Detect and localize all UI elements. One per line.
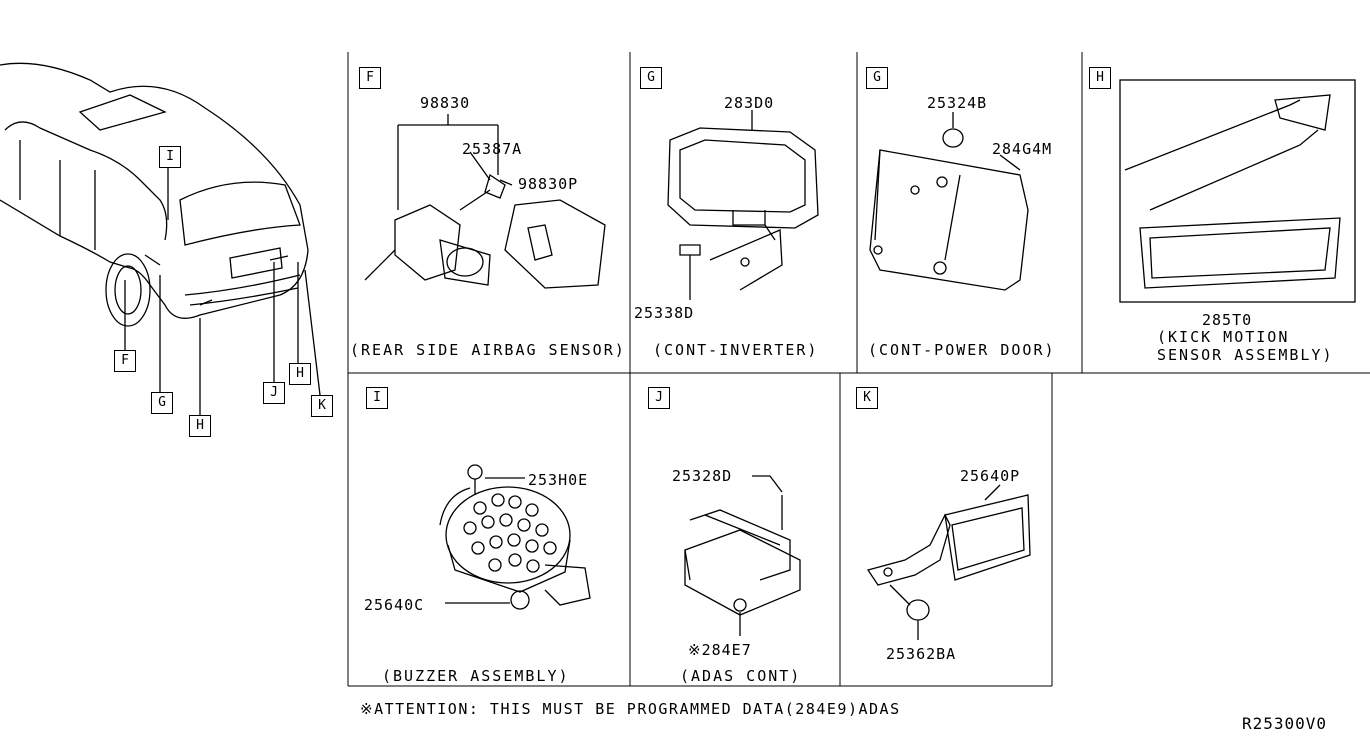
part-25338D: 25338D — [634, 304, 695, 322]
callout-F: F — [114, 350, 136, 372]
panel-H-caption-2: SENSOR ASSEMBLY) — [1157, 346, 1334, 364]
attention-note: ※ATTENTION: THIS MUST BE PROGRAMMED DATA… — [360, 700, 901, 718]
callout-I: I — [159, 146, 181, 168]
callout-G: G — [151, 392, 173, 414]
part-285T0: 285T0 — [1202, 311, 1253, 329]
part-25362BA: 25362BA — [886, 645, 957, 663]
panel-F-caption: (REAR SIDE AIRBAG SENSOR) — [350, 341, 626, 359]
panel-F-letter: F — [359, 67, 381, 89]
part-284G4M: 284G4M — [992, 140, 1053, 158]
panel-H-letter: H — [1089, 67, 1111, 89]
panel-H-caption-1: (KICK MOTION — [1157, 328, 1290, 346]
panel-G1-caption: (CONT-INVERTER) — [653, 341, 819, 359]
part-253H0E: 253H0E — [528, 471, 589, 489]
part-25324B: 25324B — [927, 94, 988, 112]
panel-I-letter: I — [366, 387, 388, 409]
part-284E7: ※284E7 — [688, 641, 752, 659]
panel-G1-letter: G — [640, 67, 662, 89]
panel-J-letter: J — [648, 387, 670, 409]
drawing-code: R25300V0 — [1242, 714, 1328, 733]
part-283D0: 283D0 — [724, 94, 775, 112]
part-25640C: 25640C — [364, 596, 425, 614]
panel-J-caption: (ADAS CONT) — [680, 667, 802, 685]
vehicle-illustration — [0, 62, 321, 415]
panel-I-caption: (BUZZER ASSEMBLY) — [382, 667, 570, 685]
panel-G2-caption: (CONT-POWER DOOR) — [868, 341, 1056, 359]
part-98830: 98830 — [420, 94, 471, 112]
part-25640P: 25640P — [960, 467, 1021, 485]
panel-K-letter: K — [856, 387, 878, 409]
callout-H: H — [189, 415, 211, 437]
callout-K: K — [311, 395, 333, 417]
part-25387A: 25387A — [462, 140, 523, 158]
callout-H2: H — [289, 363, 311, 385]
panel-G2-letter: G — [866, 67, 888, 89]
callout-J: J — [263, 382, 285, 404]
part-98830P: 98830P — [518, 175, 579, 193]
part-25328D: 25328D — [672, 467, 733, 485]
